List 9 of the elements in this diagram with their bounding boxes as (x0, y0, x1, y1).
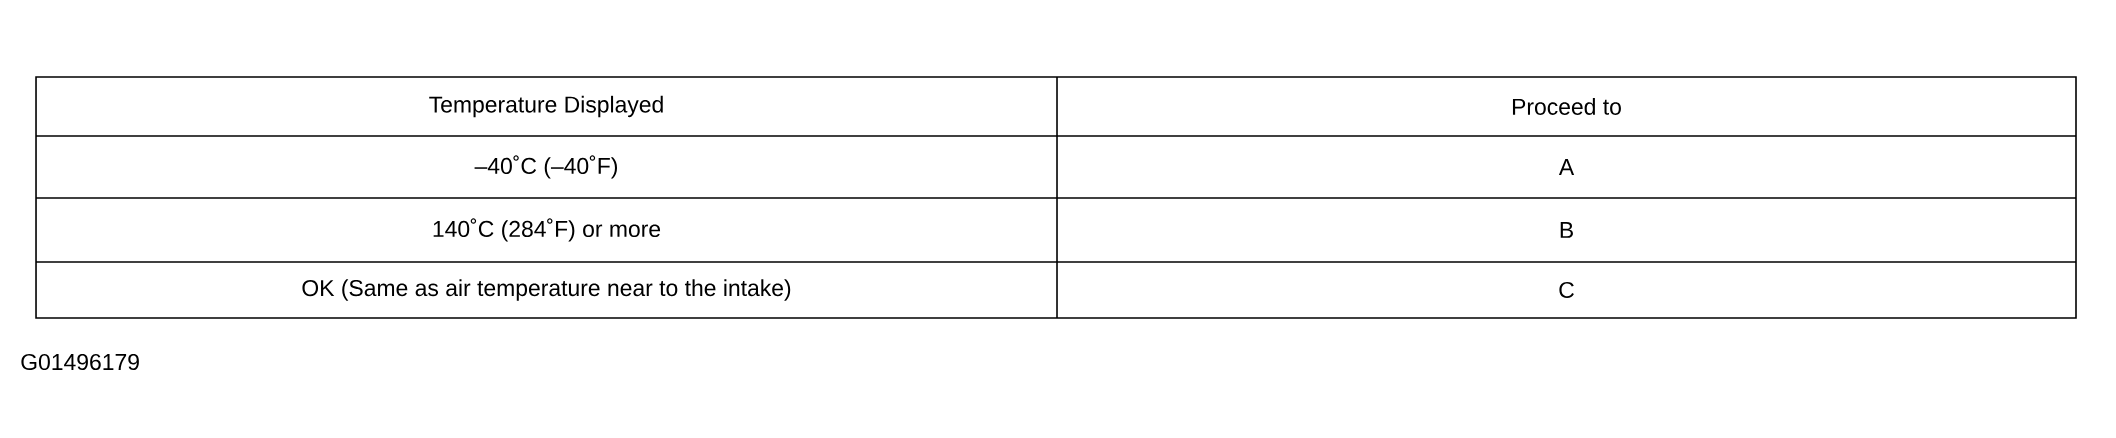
table-cell: C (1559, 281, 1574, 299)
table-cell: –40˚C (–40˚F) (474, 155, 617, 179)
header-cell: Proceed to (1512, 98, 1621, 115)
header-cell: Temperature Displayed (429, 95, 663, 118)
figure-code: G01496179 (21, 353, 139, 371)
table-cell: 140˚C (284˚F) or more (433, 218, 661, 242)
table-cell: A (1558, 159, 1575, 175)
table-cell: B (1560, 222, 1573, 238)
table-cell: OK (Same as air temperature near to the intake) (302, 279, 791, 301)
